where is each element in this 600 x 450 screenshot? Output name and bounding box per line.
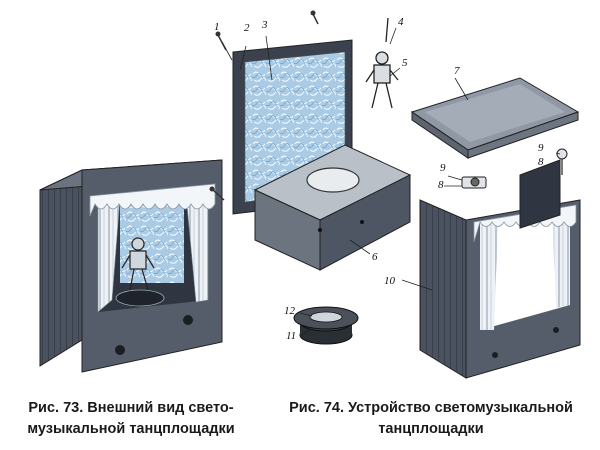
leader-lines <box>221 27 561 337</box>
stage-floor-disc <box>115 289 165 307</box>
caption-line: музыкальной танцплощадки <box>27 421 235 437</box>
exploded-front-frame <box>419 159 581 379</box>
part-label: 9 <box>538 142 544 154</box>
front-screw-right <box>183 315 193 325</box>
part-label: 10 <box>384 275 396 287</box>
cabinet-side-panel <box>39 169 83 367</box>
caption-line: Рис. 73. Внешний вид свето- <box>28 400 234 416</box>
figure-73-caption: Рис. 73. Внешний вид свето- музыкальной … <box>0 398 262 440</box>
part-label: 4 <box>398 16 404 28</box>
part-label: 1 <box>214 21 220 33</box>
part-label: 9 <box>440 162 446 174</box>
part-label: 8 <box>438 179 444 191</box>
part-label-group: 1 2 3 4 5 7 9 8 9 8 6 10 12 11 <box>214 16 544 342</box>
fig73-assembled-cabinet <box>39 159 223 373</box>
caption-line: Рис. 74. Устройство светомузыкальной <box>289 400 573 416</box>
exploded-speaker <box>293 306 359 345</box>
caption-line: танцплощадки <box>378 421 484 437</box>
front-screw-left <box>115 345 125 355</box>
dancer-figure <box>121 237 155 291</box>
exploded-base-box <box>253 144 412 271</box>
exploded-dancer-figure <box>365 17 399 109</box>
exploded-lamp-left <box>461 176 487 189</box>
curtain-valance <box>89 183 216 217</box>
part-label: 11 <box>286 330 296 342</box>
part-label: 3 <box>261 19 268 31</box>
part-label: 7 <box>454 65 460 77</box>
figure-74-caption: Рис. 74. Устройство светомузыкальной тан… <box>262 398 600 440</box>
part-label: 12 <box>284 305 296 317</box>
exploded-tray <box>410 77 580 159</box>
part-label: 8 <box>538 156 544 168</box>
exploded-lamp-right <box>556 148 568 175</box>
part-label: 5 <box>402 57 408 69</box>
part-label: 2 <box>244 22 250 34</box>
stage-back-panel <box>120 205 184 283</box>
part-label: 6 <box>372 251 378 263</box>
